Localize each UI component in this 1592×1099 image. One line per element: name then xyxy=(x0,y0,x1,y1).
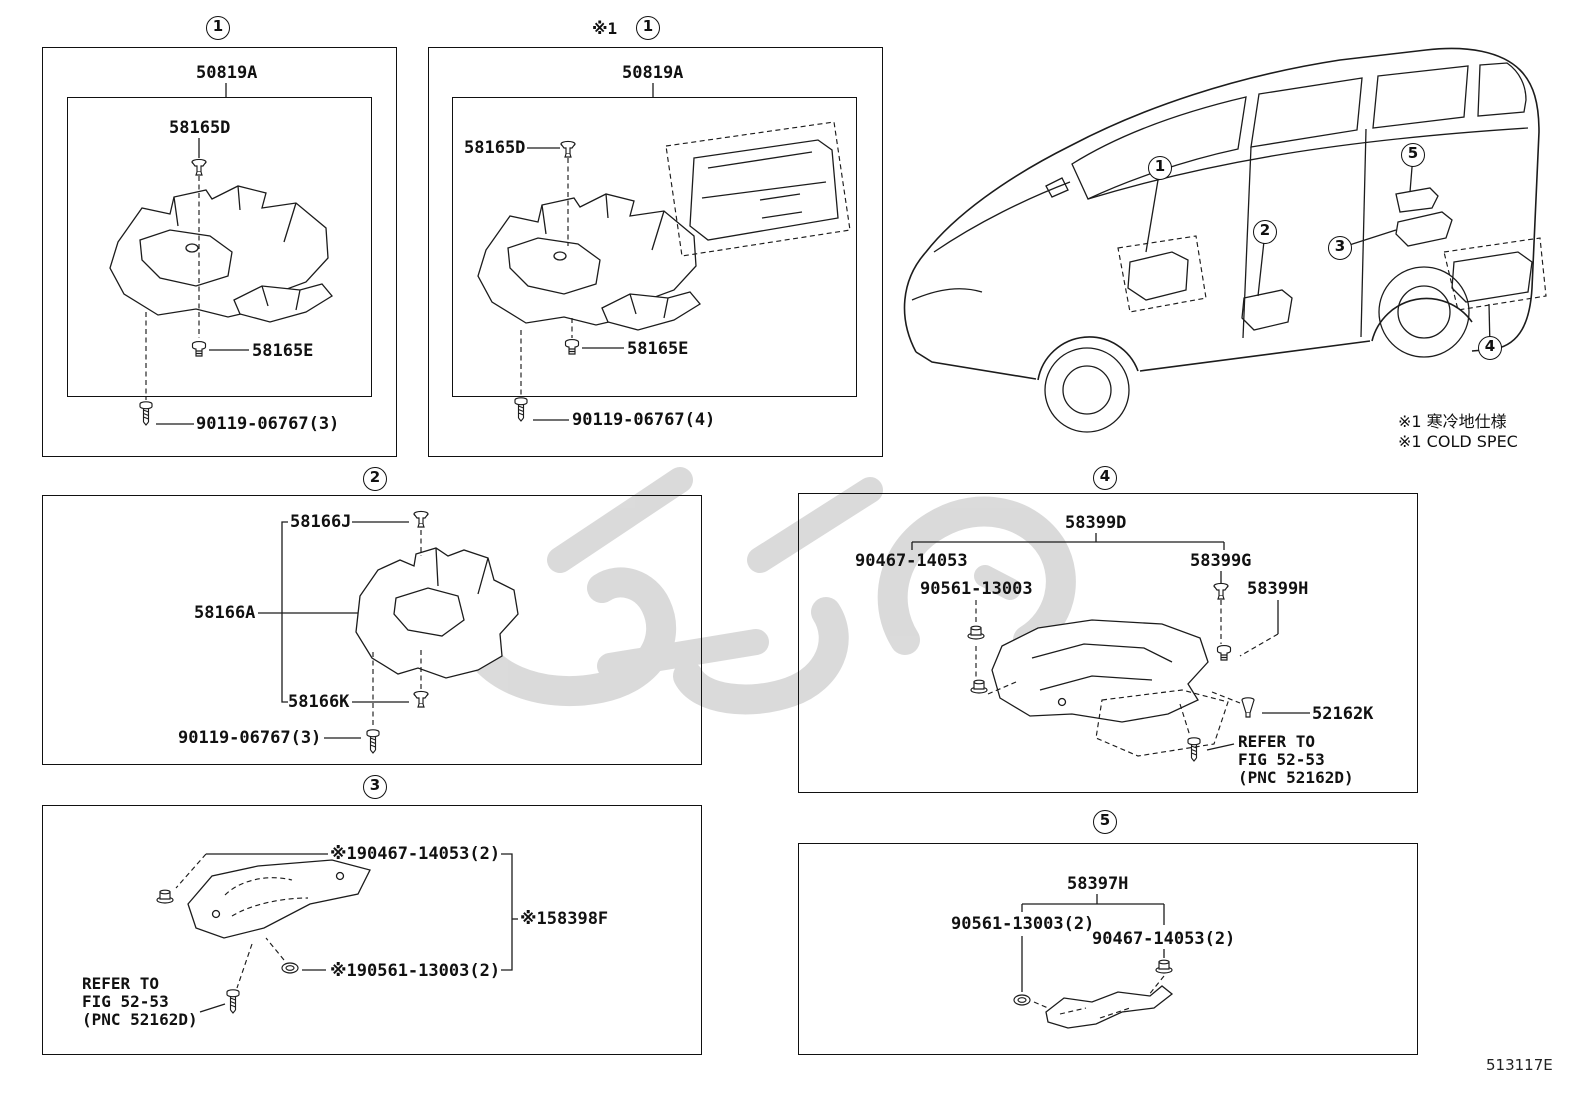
panel1-drawing xyxy=(109,83,333,426)
p3-refer-line-3: (PNC 52162D) xyxy=(82,1010,198,1029)
panel-5-badge: 5 xyxy=(1093,810,1117,834)
panel1b-drawing xyxy=(477,83,851,422)
panel-5-border xyxy=(798,843,1418,1055)
p4-clip-part-number: 58399G xyxy=(1190,551,1252,571)
van-drawing xyxy=(903,47,1540,433)
p5-grommet-part-number: 90561-13003(2) xyxy=(951,914,1095,934)
panel-3-border xyxy=(42,805,702,1055)
panel-4-badge: 4 xyxy=(1093,466,1117,490)
van-callout-2: 2 xyxy=(1253,220,1277,244)
van-callout-4: 4 xyxy=(1478,336,1502,360)
cold-spec-note-en: ※1 COLD SPEC xyxy=(1398,432,1518,451)
p5-cover-part-number: 58397H xyxy=(1067,874,1129,894)
panel-1-inner-border xyxy=(67,97,372,397)
p2-clip-upper-part-number: 58166J xyxy=(290,512,352,532)
p4-bolt-part-number: 58399H xyxy=(1247,579,1309,599)
p1b-screw-part-number: 90119-06767(4) xyxy=(572,410,716,430)
panel3-drawing xyxy=(156,853,518,1014)
p4-refer-line-3: (PNC 52162D) xyxy=(1238,768,1354,787)
p2-screw-part-number: 90119-06767(3) xyxy=(178,728,322,748)
p1-clip-part-number: 58165D xyxy=(169,118,231,138)
p4-refer-line-2: FIG 52-53 xyxy=(1238,750,1325,769)
p4-nut-part-number: 90467-14053 xyxy=(855,551,968,571)
p2-cover-part-number: 58166A xyxy=(194,603,256,623)
panel-1b-badge-prefix: ※1 xyxy=(592,19,618,38)
p1-cover-part-number: 50819A xyxy=(196,63,258,83)
figure-code: 513117E xyxy=(1486,1056,1553,1074)
panel-1-border xyxy=(42,47,397,457)
panel-3-badge: 3 xyxy=(363,775,387,799)
panel-1b-inner-border xyxy=(452,97,857,397)
p4-cover-part-number: 58399D xyxy=(1065,513,1127,533)
p3-refer-line-1: REFER TO xyxy=(82,974,160,993)
van-callout-3: 3 xyxy=(1328,236,1352,260)
panel4-drawing xyxy=(911,533,1310,762)
van-callout-5: 5 xyxy=(1401,143,1425,167)
p3-refer-line-2: FIG 52-53 xyxy=(82,992,169,1011)
p3-cover-part-number: ※158398F xyxy=(520,909,609,929)
watermark-logo xyxy=(455,467,1076,715)
p1b-bolt-part-number: 58165E xyxy=(627,339,689,359)
panel-1-badge: 1 xyxy=(206,16,230,40)
p1-screw-part-number: 90119-06767(3) xyxy=(196,414,340,434)
panel-2-border xyxy=(42,495,702,765)
p5-nut-part-number: 90467-14053(2) xyxy=(1092,929,1236,949)
p3-grommet-part-number: ※190561-13003(2) xyxy=(330,961,501,981)
p1-bolt-part-number: 58165E xyxy=(252,341,314,361)
panel-4-border xyxy=(798,493,1418,793)
panel5-drawing xyxy=(1013,894,1174,1029)
p1b-clip-part-number: 58165D xyxy=(464,138,526,158)
p3-nut-part-number: ※190467-14053(2) xyxy=(330,844,501,864)
panel-1b-border xyxy=(428,47,883,457)
van-callout-1: 1 xyxy=(1148,156,1172,180)
p4-grommet-part-number: 90561-13003 xyxy=(920,579,1033,599)
p1b-cover-part-number: 50819A xyxy=(622,63,684,83)
p4-refer-line-1: REFER TO xyxy=(1238,732,1316,751)
cold-spec-note-jp: ※1 寒冷地仕様 xyxy=(1398,412,1507,431)
p2-clip-lower-part-number: 58166K xyxy=(288,692,350,712)
panel2-drawing xyxy=(258,510,519,754)
panel-1b-badge: 1 xyxy=(636,16,660,40)
panel-2-badge: 2 xyxy=(363,467,387,491)
p4-plug-part-number: 52162K xyxy=(1312,704,1374,724)
